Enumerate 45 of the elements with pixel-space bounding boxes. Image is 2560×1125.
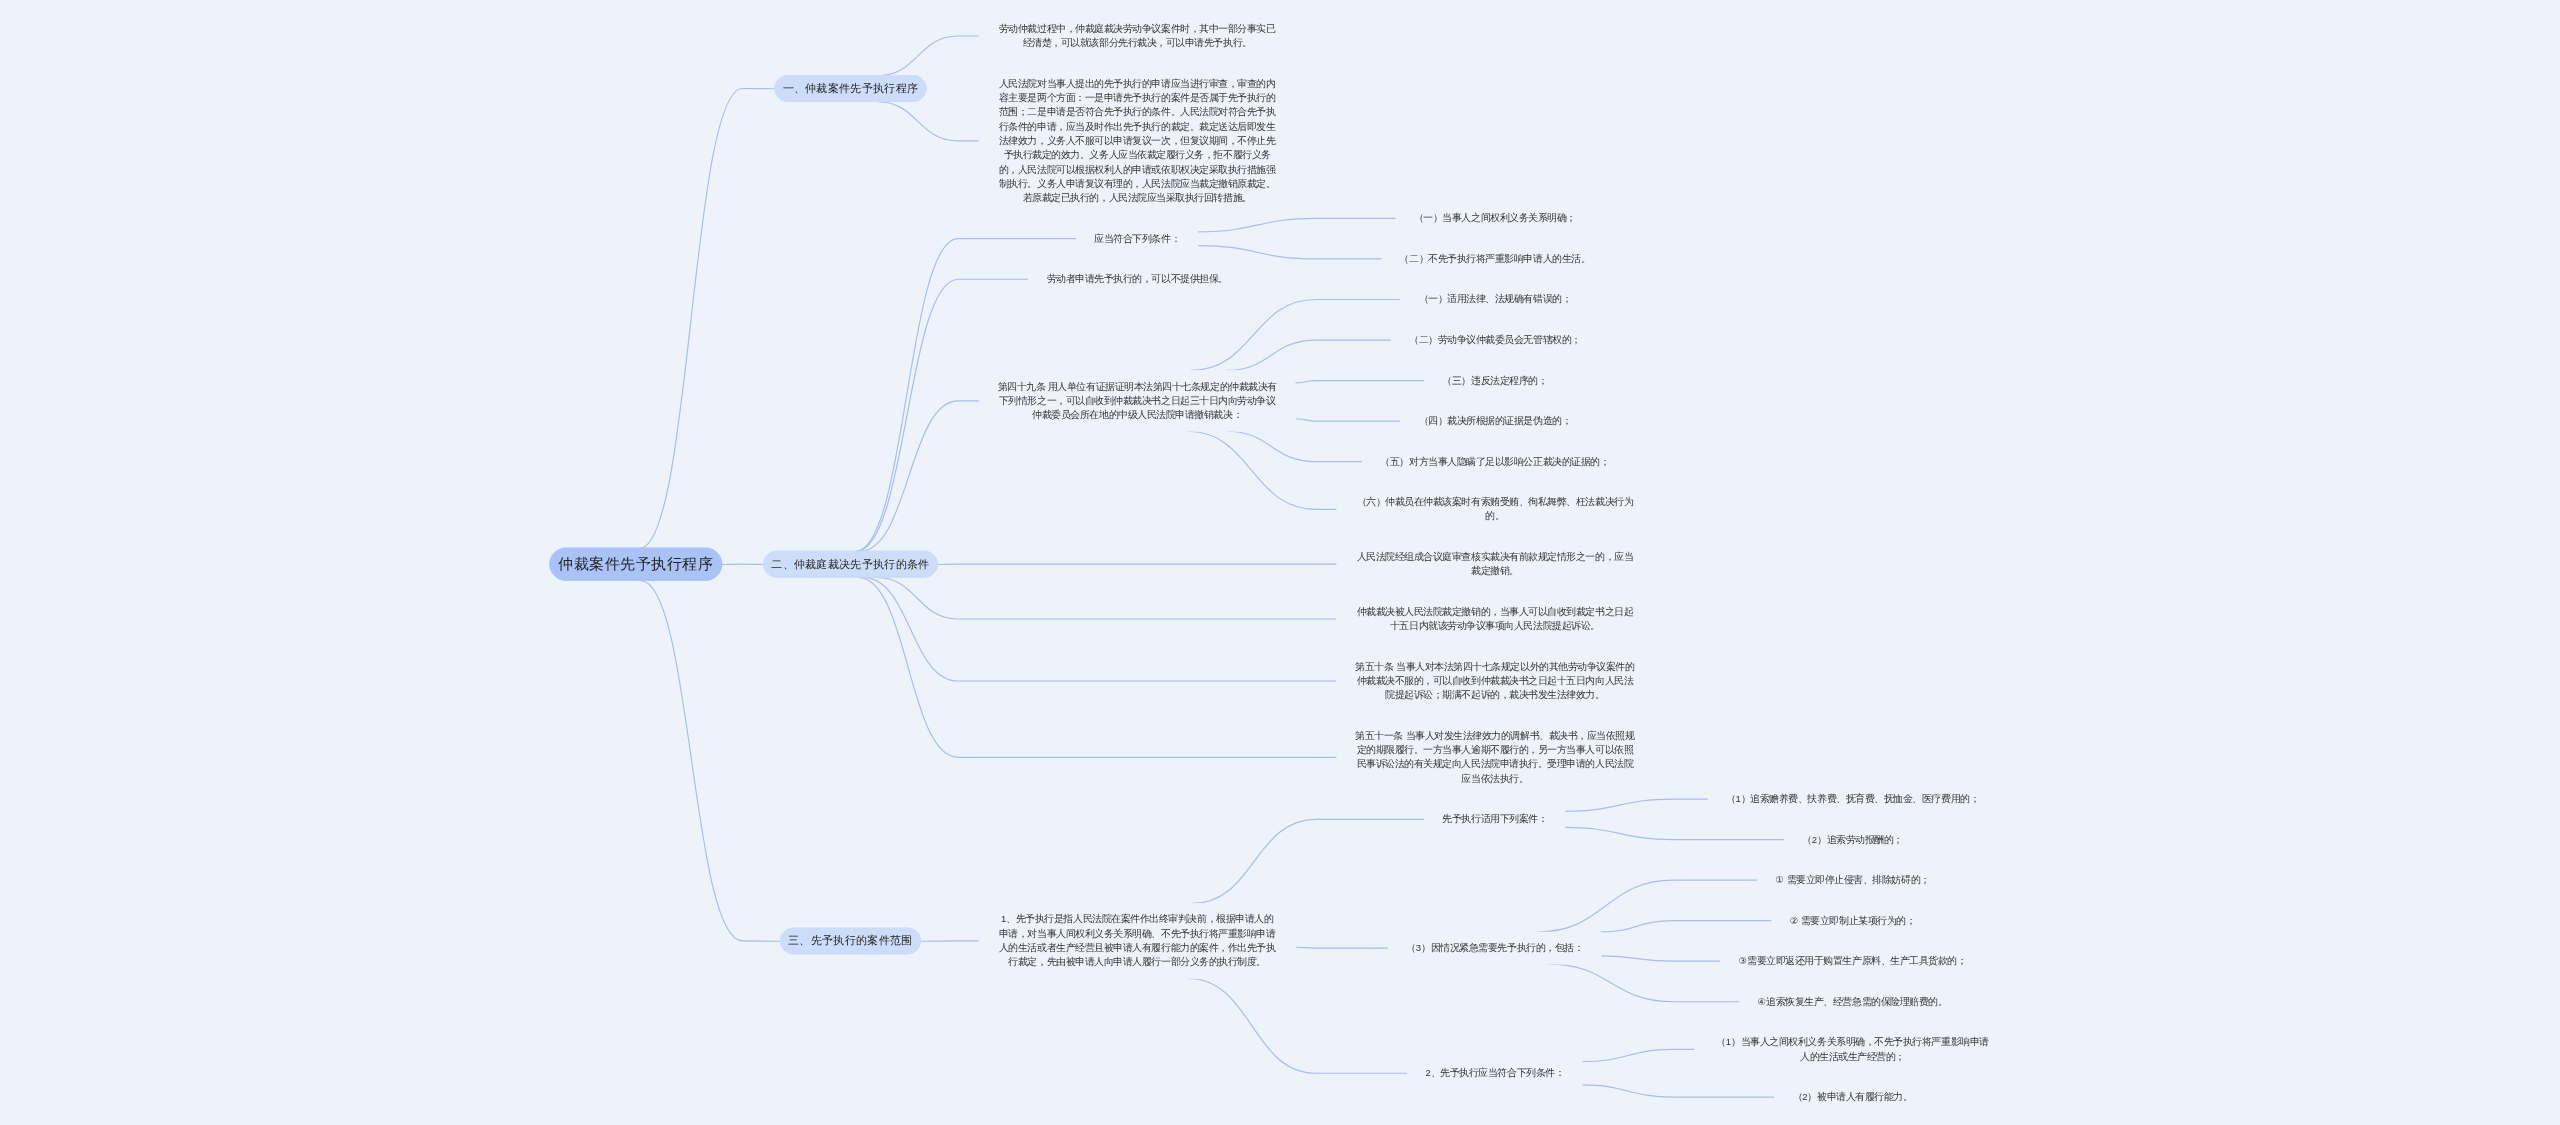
node-text: ③需要立即返还用于购置生产原料、生产工具货款的； — [1738, 955, 1967, 966]
node-text: （2）追索劳动报酬的； — [1802, 833, 1903, 844]
node-text: 人民法院对当事人提出的先予执行的申请应当进行审查，审查的内容主要是两个方面：一是申请先予执行的案件是否属于先予执行的范围；二是申请是否符合先予执行的条件。人民法院对符合先予执行条件的申请，应当及时作出先予执行的裁定。裁定送达后即发生法律效力，义务人不服可以申请复议一次，但复议期间，不停止先予执行裁定的效力。义务人应当依裁定履行义务，拒不履行义务的，人民法院可以根据权利人的申请或依职权决定采取执行措施强制执行。义务人申请复议有理的，人民法院应当裁定撤销原裁定。若原裁定已执行的，人民法院应当采取执行回转措施。 — [998, 77, 1276, 203]
node-text: （二）劳动争议仲裁委员会无管辖权的； — [1408, 334, 1581, 345]
node-text: （五）对方当事人隐瞒了足以影响公正裁决的证据的； — [1380, 455, 1610, 466]
node-text: 先予执行适用下列案件： — [1442, 813, 1548, 824]
node-text: 仲裁裁决被人民法院裁定撤销的，当事人可以自收到裁定书之日起十五日内就该劳动争议事项向人民法院提起诉讼。 — [1356, 606, 1633, 631]
connector — [1581, 1048, 1695, 1062]
node-text: ② 需要立即制止某项行为的； — [1789, 914, 1916, 925]
connector — [1197, 217, 1397, 232]
node-text: （二）不先予执行将严重影响申请人的生活。 — [1399, 253, 1591, 264]
node-text: （1）追索赡养费、扶养费、抚育费、抚恤金、医疗费用的； — [1725, 793, 1980, 804]
connector — [920, 939, 980, 942]
connector — [1197, 244, 1383, 260]
node-text: ④追索恢复生产、经营急需的保险理赔费的。 — [1757, 995, 1948, 1007]
node-text: 应当符合下列条件： — [1094, 232, 1180, 243]
node-text: 劳动者申请先予执行的，可以不提供担保。 — [1046, 273, 1228, 284]
node-text: 2、先予执行应当符合下列条件： — [1425, 1067, 1565, 1078]
connector — [1599, 919, 1773, 933]
connector — [1294, 379, 1425, 384]
connector — [721, 563, 765, 565]
node-text: （一）适用法律、法规确有错误的； — [1418, 293, 1572, 304]
connector — [1294, 417, 1402, 422]
connector — [1564, 797, 1709, 812]
node-text: （六）仲裁员在仲裁该案时有索贿受贿、徇私舞弊、枉法裁决行为的。 — [1356, 496, 1633, 521]
node-text: 第四十九条 用人单位有证据证明本法第四十七条规定的仲裁裁决有下列情形之一，可以自收到仲裁裁决书之日起三十日内向劳动争议仲裁委员会所在地的中级人民法院申请撤销裁决： — [997, 380, 1277, 420]
connector — [937, 563, 1338, 565]
node-text: （1）当事人之间权利义务关系明确，不先予执行将严重影响申请人的生活或生产经营的； — [1716, 1036, 1989, 1061]
node-text: （一）当事人之间权利义务关系明确； — [1413, 212, 1576, 223]
node-text: （2）被申请人有履行能力。 — [1792, 1091, 1913, 1102]
connector — [1294, 946, 1389, 949]
node-text: 人民法院经组成合议庭审查核实裁决有前款规定情形之一的，应当裁定撤销。 — [1356, 551, 1633, 576]
connector — [1564, 826, 1785, 840]
node-text: （3）因情况紧急需要先予执行的，包括： — [1406, 942, 1584, 953]
node-text: 第五十条 当事人对本法第四十七条规定以外的其他劳动争议案件的仲裁裁决不服的，可以自收到仲裁裁决书之日起十五日内向人民法院提起诉讼；期满不起诉的，裁决书发生法律效力。 — [1355, 660, 1635, 700]
node-text: （三）违反法定程序的； — [1442, 374, 1548, 385]
node-text: ① 需要立即停止侵害、排除妨碍的； — [1775, 874, 1930, 885]
node-text: 1、先予执行是指人民法院在案件作出终审判决前，根据申请人的申请，对当事人间权利义务关系明确、不先予执行将严重影响申请人的生活或者生产经营且被申请人有履行能力的案件，作出先予执行裁定，先由被申请人向申请人履行一部分义务的执行制度。 — [998, 913, 1276, 967]
node-text: （四）裁决所根据的证据是伪造的； — [1418, 415, 1572, 426]
connector — [876, 100, 980, 142]
connector — [1600, 954, 1722, 962]
node-text: 劳动仲裁过程中，仲裁庭裁决劳动争议案件时，其中一部分事实已经清楚，可以就该部分先行裁决，可以申请先予执行。 — [998, 23, 1276, 48]
connector — [639, 579, 782, 942]
node-text: 第五十一条 当事人对发生法律效力的调解书、裁决书，应当依照规定的期限履行。一方当事人逾期不履行的，另一方当事人可以依照民事诉讼法的有关规定向人民法院申请执行。受理申请的人民法院应当依法执行。 — [1355, 730, 1635, 784]
connector — [1581, 1083, 1776, 1098]
